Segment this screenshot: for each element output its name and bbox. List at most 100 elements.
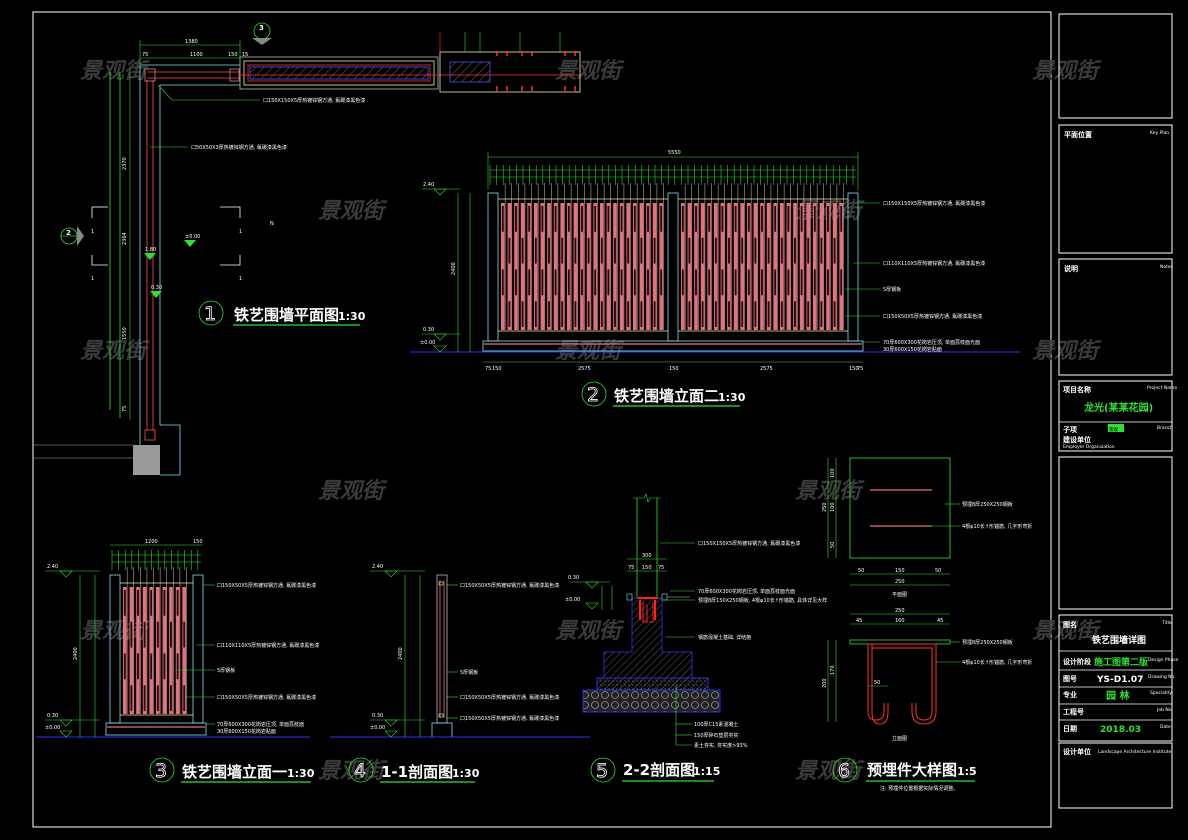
fence-slot xyxy=(156,621,159,648)
fence-picket xyxy=(553,203,558,330)
employer-en: Employer Organization xyxy=(1063,444,1115,450)
fence-slot xyxy=(833,237,836,264)
fence-slot xyxy=(807,237,810,264)
fence-slot xyxy=(688,237,691,264)
embed-dim: 100 xyxy=(830,502,836,512)
project-box xyxy=(1058,380,1173,452)
fence-slot xyxy=(501,269,504,296)
fence-slot xyxy=(554,206,557,232)
branch-label: 子项 xyxy=(1063,425,1077,434)
plan-dim: 75 xyxy=(142,52,148,58)
section-cut-label: 1 xyxy=(239,229,242,235)
key-plan-label: 平面位置 xyxy=(1064,130,1092,139)
specialty-en: Speciality xyxy=(1150,690,1172,696)
fence-picket xyxy=(747,203,751,330)
elevation-height: 2400 xyxy=(451,262,457,275)
fence-slot xyxy=(123,590,126,616)
fence-slot xyxy=(627,301,630,327)
fence-slot xyxy=(137,590,139,616)
fence-picket xyxy=(613,203,617,330)
embed-dim: 150 xyxy=(895,568,905,574)
top-dim-ticks xyxy=(489,165,856,185)
embed-dim: 100 xyxy=(830,468,836,478)
fence-slot xyxy=(170,621,172,648)
embed-note: 预埋8厚250X250钢板 xyxy=(962,639,1013,646)
level-mark: 2.40 xyxy=(47,564,58,570)
fence-picket xyxy=(633,203,637,330)
fence-picket xyxy=(806,203,811,330)
branch-value: 景观 xyxy=(1109,427,1118,433)
drawing-title: 铁艺围墙立面一 xyxy=(182,763,287,781)
top-dim-ticks xyxy=(111,550,201,570)
fence-picket xyxy=(136,587,140,714)
watermark: 景观街 xyxy=(318,759,388,784)
fence-slot xyxy=(827,206,829,232)
section-note: 预埋8厚150X250钢板, 4根φ10长↑形锚筋, 具体详见大样 xyxy=(698,597,827,604)
fence-slot xyxy=(840,206,843,232)
plan-dim: 1380 xyxy=(185,39,198,45)
fence-picket xyxy=(534,203,538,330)
fence-slot xyxy=(183,685,186,711)
fence-slot xyxy=(170,685,172,711)
fence-slot xyxy=(681,206,684,232)
drawing-title-4: 4 1-1剖面图 1:30 xyxy=(348,757,480,783)
drawing-title-5: 5 2-2剖面图 1:15 xyxy=(590,757,720,783)
level-mark: 1.80 xyxy=(145,247,156,253)
embed-dim: 50 xyxy=(830,542,836,548)
title-value: 铁艺围墙详图 xyxy=(1092,634,1146,646)
fence-slot xyxy=(528,269,531,296)
drawing-title: 预埋件大样图 xyxy=(867,761,957,779)
section-note: 素土夯实, 夯实度>93% xyxy=(694,742,748,749)
employer-label: 建设单位 xyxy=(1063,435,1091,444)
level-mark: 2.40 xyxy=(423,182,434,188)
section-note: 钢筋混凝土基础, 详结施 xyxy=(698,634,751,641)
section-note: 口150X150X5厚热镀锌钢方通, 氟碳漆黑色漆 xyxy=(698,540,800,547)
fence-slot xyxy=(123,653,126,680)
drawing-no-label: 图号 xyxy=(1063,674,1077,683)
section-mark-3: 3 xyxy=(252,22,272,45)
section-height: 2400 xyxy=(398,647,404,660)
embed-dim: 50 xyxy=(874,680,880,686)
fence-slot xyxy=(747,206,750,232)
project-name-label: 项目名称 xyxy=(1063,385,1091,394)
drawing-scale: 1:30 xyxy=(452,767,480,780)
drawing-6-embed-detail: 预埋8厚250X250钢板 4根φ10长↑形锚筋, 几字形弯折 250 100 … xyxy=(822,457,1032,792)
fence-slot xyxy=(681,269,684,296)
elevation-dim: 150 xyxy=(669,366,679,372)
fence-slot xyxy=(600,301,603,327)
fence-slot xyxy=(581,206,583,232)
fence-slot xyxy=(521,237,524,264)
fence-picket xyxy=(129,587,134,714)
drawing-title: 铁艺围墙立面二 xyxy=(614,387,719,405)
elevation-note: 口150X50X5厚热镀锌钢方通, 氟碳漆黑色漆 xyxy=(217,582,316,589)
plan-dim: 2370 xyxy=(122,157,128,170)
section-cut-label: 1 xyxy=(91,276,94,282)
fence-slot xyxy=(163,590,166,616)
fence-slot xyxy=(614,301,616,327)
fence-picket xyxy=(839,203,844,330)
embed-note: 4根φ10长↑形锚筋, 几字形弯折 xyxy=(962,523,1032,530)
fence-slot xyxy=(780,301,783,327)
fence-picket xyxy=(560,203,565,330)
level-mark: ±0.00 xyxy=(565,597,580,603)
fence-slot xyxy=(721,269,724,296)
fence-slot xyxy=(653,301,656,327)
fence-picket xyxy=(547,203,551,330)
fence-slot xyxy=(653,237,656,264)
section-note: 口150X50X5厚热镀锌钢方通, 氟碳漆黑色漆 xyxy=(460,694,559,701)
fence-picket xyxy=(540,203,545,330)
fence-slot xyxy=(163,653,166,680)
section-note: 口150X50X5厚热镀锌钢方通, 氟碳漆黑色漆 xyxy=(460,582,559,589)
fence-slot xyxy=(787,269,790,296)
fence-slot xyxy=(541,269,544,296)
fence-picket xyxy=(687,203,692,330)
fence-slot xyxy=(688,301,691,327)
fence-picket xyxy=(639,203,644,330)
drawing-1-plan: 1380 75 1100 150 15 2370 2364 1550 75 口1… xyxy=(33,22,581,476)
fence-picket xyxy=(149,587,154,714)
section-note: 5厚钢板 xyxy=(460,669,478,676)
svg-text:6: 6 xyxy=(838,760,850,782)
fence-slot xyxy=(541,206,544,232)
fence-slot xyxy=(728,237,730,264)
level-mark: 0.30 xyxy=(151,285,162,291)
